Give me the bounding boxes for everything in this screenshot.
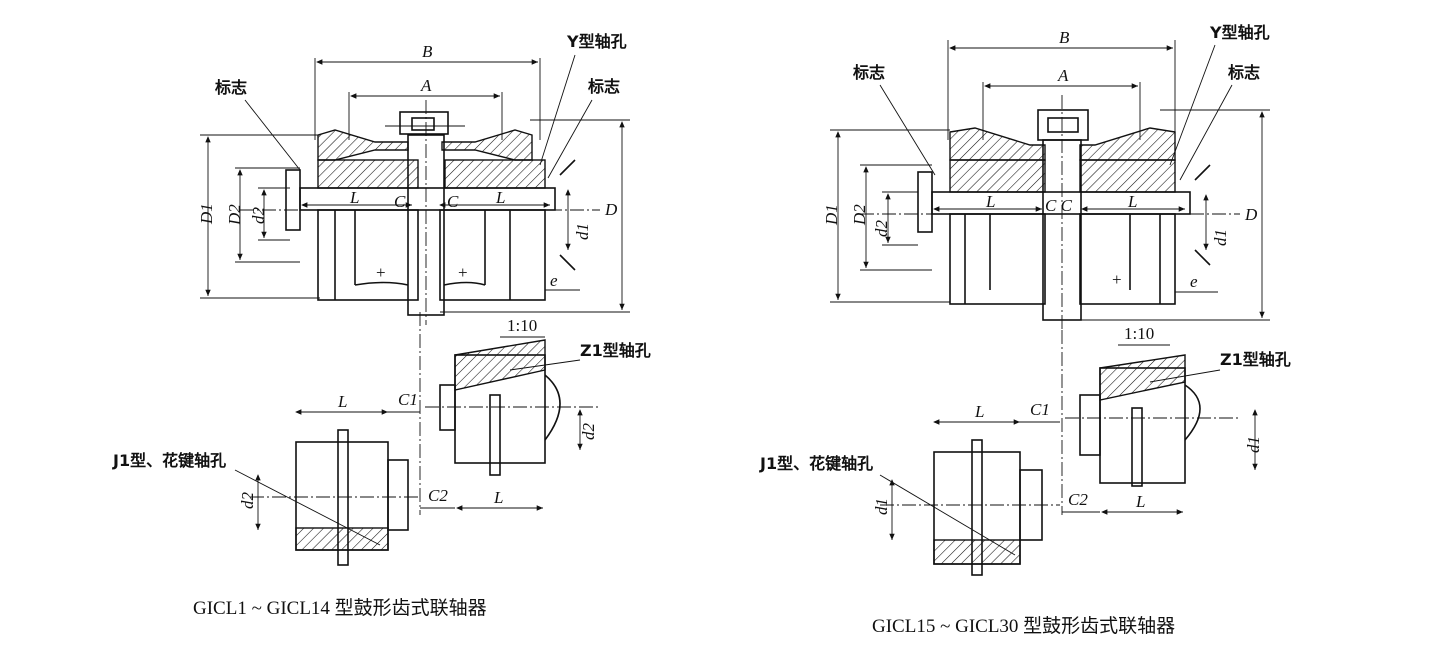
callout-mark-left: 标志 [214,78,247,97]
sec-L-label: L [337,392,347,411]
callout-j1-hole-right: J1型、花键轴孔 [759,454,873,473]
dim-CC-label-right: C C [1045,196,1073,215]
sec-C1-label: C1 [398,390,418,409]
caption-left: GICL1 ~ GICL14 型鼓形齿式联轴器 [193,597,487,619]
dim-B-label-right: B [1059,28,1070,47]
callout-mark-right-right: 标志 [1227,63,1260,82]
dim-L2-label-right: L [1127,192,1137,211]
svg-text:+: + [458,263,468,282]
sec-C1-label-right: C1 [1030,400,1050,419]
dim-d2-label: d2 [249,207,268,225]
callout-y-hole: Y型轴孔 [566,32,627,51]
callout-j1-hole: J1型、花键轴孔 [112,451,226,470]
callout-y-hole-right: Y型轴孔 [1209,23,1270,42]
dim-D1-label-right: D1 [822,204,841,226]
dim-D-label-right: D [1244,205,1258,224]
svg-text:+: + [1112,270,1122,289]
svg-text:+: + [376,263,386,282]
dim-d2-label-right: d2 [872,220,891,238]
dim-L1-label-right: L [985,192,995,211]
dim-D-label: D [604,200,618,219]
sec-C2-label: C2 [428,486,448,505]
sec-L2-label: L [493,488,503,507]
right-drawing: B A + L C C L D1 [759,23,1291,637]
j1-d2-label: d2 [238,492,257,510]
dim-A-label: A [420,76,432,95]
dim-e-label-right: e [1190,272,1198,291]
dim-e-label: e [550,271,558,290]
sec-L2-label-right: L [1135,492,1145,511]
sec-d1-label-right: d1 [1244,436,1263,453]
sec-C2-label-right: C2 [1068,490,1088,509]
dim-B-label: B [422,42,433,61]
dim-L2-label: L [495,188,505,207]
dim-C1-label: C [394,192,406,211]
dim-D1-label: D1 [197,203,216,225]
dim-L1-label: L [349,188,359,207]
dim-D2-label: D2 [225,204,244,226]
dim-d1-label: d1 [573,223,592,240]
callout-z1-hole: Z1型轴孔 [580,341,651,360]
callout-mark-left-right: 标志 [852,63,885,82]
dim-d1-label-right: d1 [1211,229,1230,246]
sec-L-label-right: L [974,402,984,421]
callout-mark-right: 标志 [587,77,620,96]
j1-d1-label-right: d1 [872,498,891,515]
sec-d2-label: d2 [579,423,598,441]
caption-right: GICL15 ~ GICL30 型鼓形齿式联轴器 [872,615,1175,637]
dim-D2-label-right: D2 [850,204,869,226]
left-drawing: B A + + L C C L [112,32,651,619]
dim-C2-label: C [447,192,459,211]
taper-ratio-label: 1:10 [507,316,537,335]
callout-z1-hole-right: Z1型轴孔 [1220,350,1291,369]
taper-ratio-label-right: 1:10 [1124,324,1154,343]
dim-A-label-right: A [1057,66,1069,85]
